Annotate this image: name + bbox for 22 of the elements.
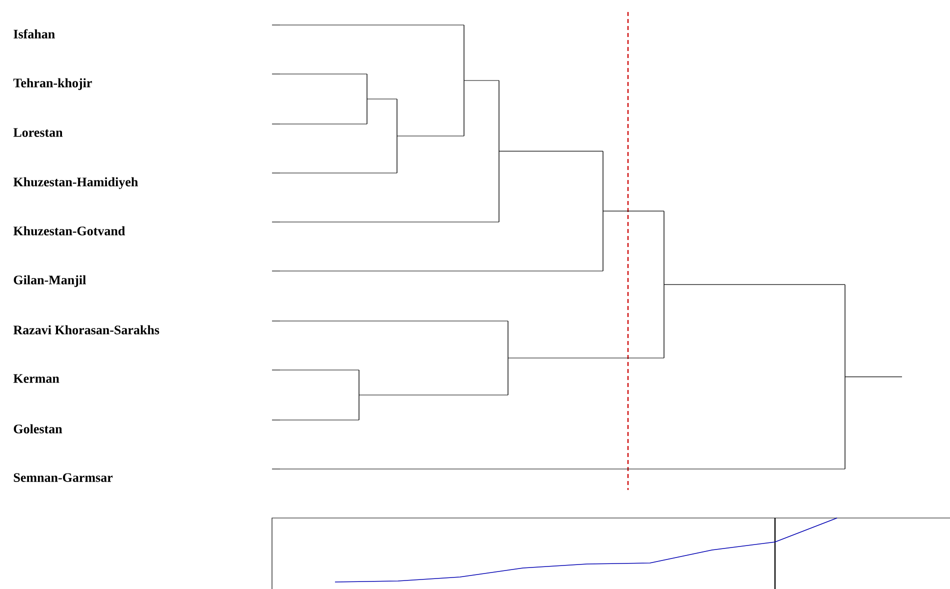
leaf-label: Razavi Khorasan-Sarakhs bbox=[13, 325, 160, 334]
leaf-label: Kerman bbox=[13, 374, 60, 383]
dendrogram-branch bbox=[280, 468, 846, 470]
dendrogram-branch bbox=[366, 98, 398, 100]
leaf-label: Isfahan bbox=[14, 29, 55, 38]
leaf-label: Golestan bbox=[14, 424, 62, 434]
leaf-label: Gilan-Manjil bbox=[14, 275, 86, 287]
dendrogram-branch bbox=[844, 376, 902, 378]
dendrogram-branch bbox=[664, 284, 846, 285]
dendrogram-branch bbox=[358, 394, 508, 396]
dendrogram-branch bbox=[280, 320, 508, 322]
dendrogram-branch bbox=[498, 150, 604, 152]
dendrogram-branch bbox=[464, 80, 500, 81]
dendrogram-branch bbox=[602, 210, 664, 212]
dendrogram-branch bbox=[280, 270, 604, 272]
leaf-label: Tehran-khojir bbox=[13, 78, 92, 90]
leaf-label: Semnan-Garmsar bbox=[14, 473, 113, 482]
dendrogram-branch bbox=[280, 172, 398, 174]
dendrogram-branch bbox=[280, 24, 464, 26]
leaf-label: Khuzestan-Gotvand bbox=[13, 226, 126, 236]
leaf-label: Lorestan bbox=[13, 128, 63, 137]
leaf-label: Khuzestan-Hamidiyeh bbox=[13, 177, 138, 190]
